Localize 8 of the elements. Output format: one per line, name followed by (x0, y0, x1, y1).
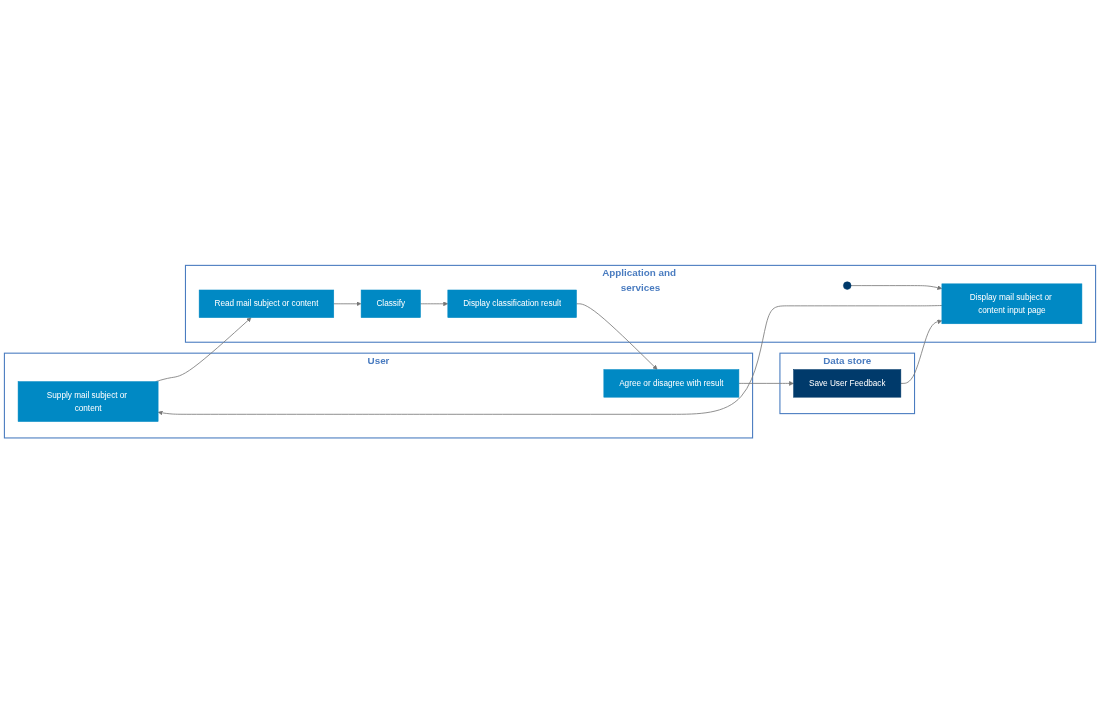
node-box: Read mail subject or content (198, 290, 335, 319)
node-box: Supply mail subject or content (17, 381, 159, 423)
node-box: Agree or disagree with result (603, 369, 740, 398)
node-box: Classify (360, 290, 421, 319)
node-box: Save User Feedback (793, 369, 902, 398)
node-box: Display mail subject or content input page (941, 283, 1083, 325)
node-circle (843, 281, 852, 291)
node-box: Display classification result (447, 290, 577, 319)
